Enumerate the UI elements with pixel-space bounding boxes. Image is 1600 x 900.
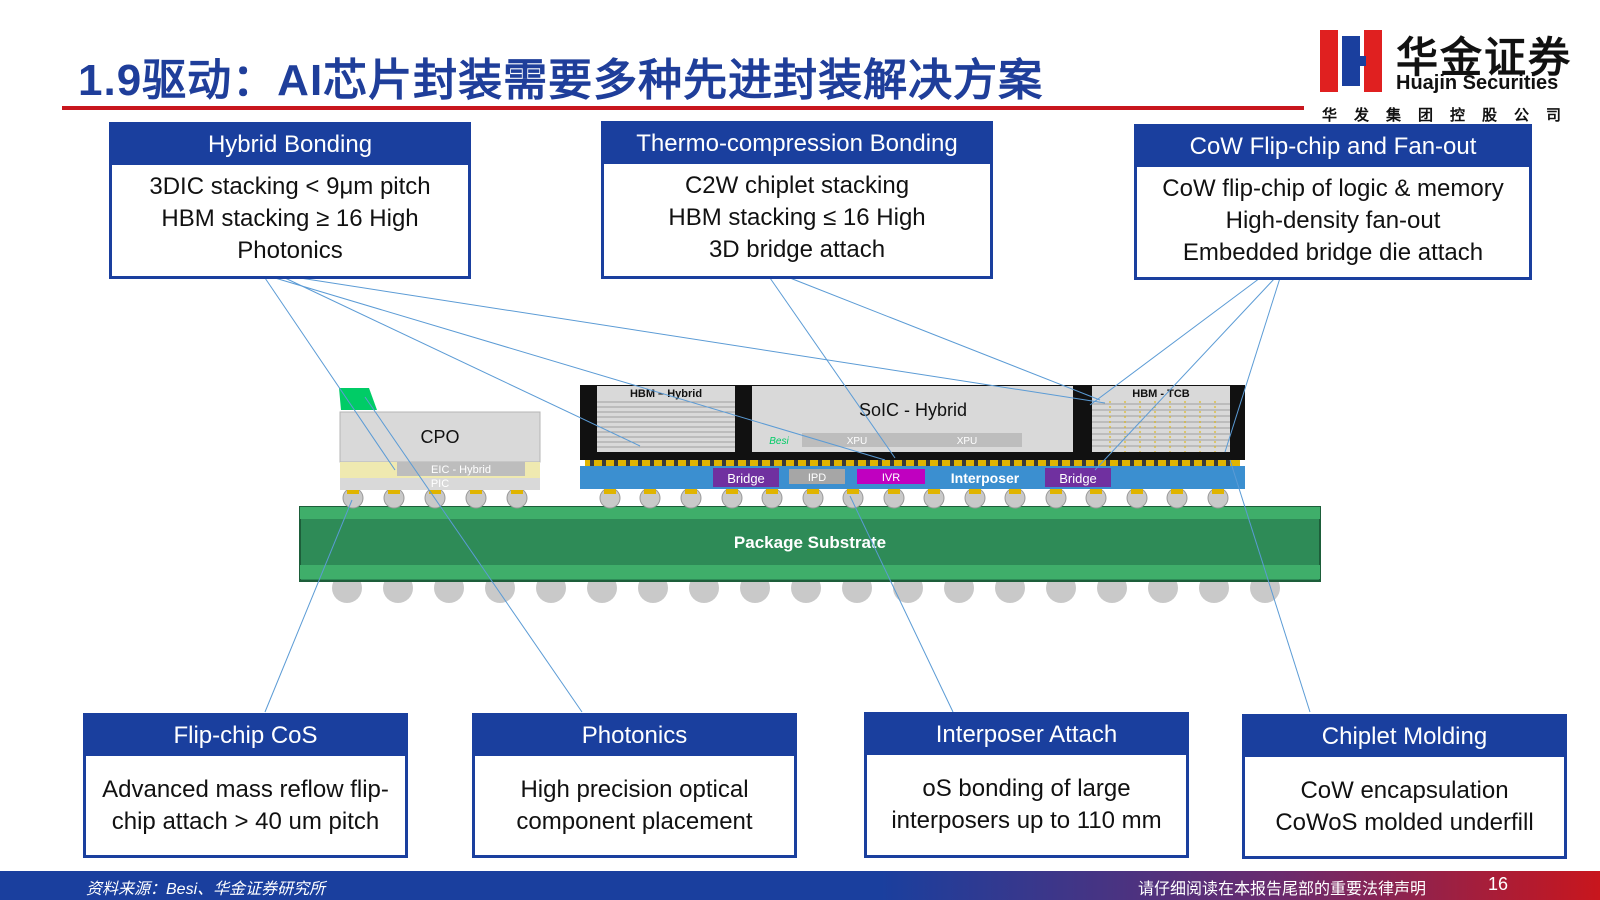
box-title: Interposer Attach: [867, 715, 1186, 755]
footer-source: 资料来源：Besi、华金证券研究所: [86, 881, 326, 898]
box-line: Advanced mass reflow flip-: [102, 776, 389, 803]
ipd-label: IPD: [808, 472, 826, 484]
box-title: Flip-chip CoS: [86, 716, 405, 756]
box-line: CoW flip-chip of logic & memory: [1162, 175, 1504, 202]
connector-lines: [264, 277, 1311, 713]
hbm-hybrid-label: HBM – Hybrid: [630, 388, 702, 400]
hbm-tcb-label: HBM - TCB: [1132, 388, 1189, 400]
box-body: C2W chiplet stacking HBM stacking ≤ 16 H…: [604, 164, 990, 266]
footer-bar: [0, 871, 1600, 900]
soic-label: SoIC - Hybrid: [859, 400, 967, 420]
box-line: C2W chiplet stacking: [684, 172, 910, 199]
soic-hybrid-stack: SoIC - Hybrid XPU XPU Besi: [750, 385, 1075, 460]
box-body: 3DIC stacking < 9μm pitch HBM stacking ≥…: [112, 165, 468, 267]
interposer: Bridge IPD IVR Interposer Bridge: [580, 466, 1245, 489]
micro-bumps: [585, 460, 1240, 466]
xpu-left-label: XPU: [847, 436, 868, 447]
box-line: component placement: [516, 808, 753, 835]
c4-bumps: [342, 487, 1229, 509]
box-line: High-density fan-out: [1225, 207, 1441, 234]
interposer-attach-box: Interposer Attach oS bonding of large in…: [864, 712, 1189, 858]
hbm-hybrid-stack: HBM – Hybrid: [580, 385, 750, 460]
hbm-tcb-stack: HBM - TCB: [1075, 385, 1245, 460]
box-line: Embedded bridge die attach: [1182, 239, 1484, 266]
flipchip-cos-box: Flip-chip CoS Advanced mass reflow flip-…: [83, 713, 408, 858]
box-title: Thermo-compression Bonding: [604, 124, 990, 164]
xpu-right-label: XPU: [957, 436, 978, 447]
box-title: CoW Flip-chip and Fan-out: [1137, 127, 1529, 167]
pic-label: PIC: [431, 478, 449, 490]
cow-flipchip-box: CoW Flip-chip and Fan-out CoW flip-chip …: [1134, 124, 1532, 280]
box-line: interposers up to 110 mm: [891, 807, 1162, 834]
photonics-box: Photonics High precision optical compone…: [472, 713, 797, 858]
box-line: High precision optical: [520, 776, 749, 803]
box-line: Photonics: [237, 237, 343, 264]
box-line: CoW encapsulation: [1300, 777, 1509, 804]
hybrid-bonding-box: Hybrid Bonding 3DIC stacking < 9μm pitch…: [109, 122, 471, 279]
logo-cn-text: 华金证券: [1396, 34, 1573, 81]
box-line: chip attach > 40 um pitch: [111, 808, 380, 835]
eic-label: EIC - Hybrid: [431, 464, 491, 476]
box-line: oS bonding of large: [922, 775, 1131, 802]
bridge-left-label: Bridge: [727, 471, 765, 486]
bridge-right-label: Bridge: [1059, 471, 1097, 486]
huajin-logo-icon: [1320, 30, 1382, 92]
besi-label: Besi: [769, 436, 789, 447]
box-title: Photonics: [475, 716, 794, 756]
page-title: 1.9驱动：AI芯片封装需要多种先进封装解决方案: [78, 56, 1044, 105]
box-line: HBM stacking ≥ 16 High: [161, 205, 419, 232]
box-line: CoWoS molded underfill: [1275, 809, 1534, 836]
box-title: Hybrid Bonding: [112, 125, 468, 165]
cpo-label: CPO: [420, 427, 459, 447]
chiplet-molding-box: Chiplet Molding CoW encapsulation CoWoS …: [1242, 714, 1567, 859]
box-body: Advanced mass reflow flip- chip attach >…: [86, 756, 405, 838]
page-number: 16: [1488, 874, 1509, 894]
box-body: CoW flip-chip of logic & memory High-den…: [1137, 167, 1529, 269]
box-line: 3D bridge attach: [708, 236, 886, 263]
box-title: Chiplet Molding: [1245, 717, 1564, 757]
optical-fiber-icon: [339, 388, 377, 410]
box-body: CoW encapsulation CoWoS molded underfill: [1245, 757, 1564, 839]
cpo-module: CPO EIC - Hybrid PIC: [339, 388, 541, 490]
package-substrate: Package Substrate: [299, 506, 1321, 582]
box-line: 3DIC stacking < 9μm pitch: [149, 173, 431, 200]
logo-en-text: Huajin Securities: [1396, 72, 1559, 94]
box-body: High precision optical component placeme…: [475, 756, 794, 838]
box-line: HBM stacking ≤ 16 High: [668, 204, 926, 231]
footer-disclaimer: 请仔细阅读在本报告尾部的重要法律声明: [1138, 881, 1427, 898]
thermo-compression-box: Thermo-compression Bonding C2W chiplet s…: [601, 121, 993, 279]
logo-subtitle: 华发集团控股公司: [1322, 107, 1579, 124]
box-body: oS bonding of large interposers up to 11…: [867, 755, 1186, 837]
ivr-label: IVR: [882, 472, 900, 484]
interposer-label: Interposer: [951, 470, 1020, 486]
title-divider: [62, 106, 1304, 110]
substrate-label: Package Substrate: [734, 533, 886, 552]
